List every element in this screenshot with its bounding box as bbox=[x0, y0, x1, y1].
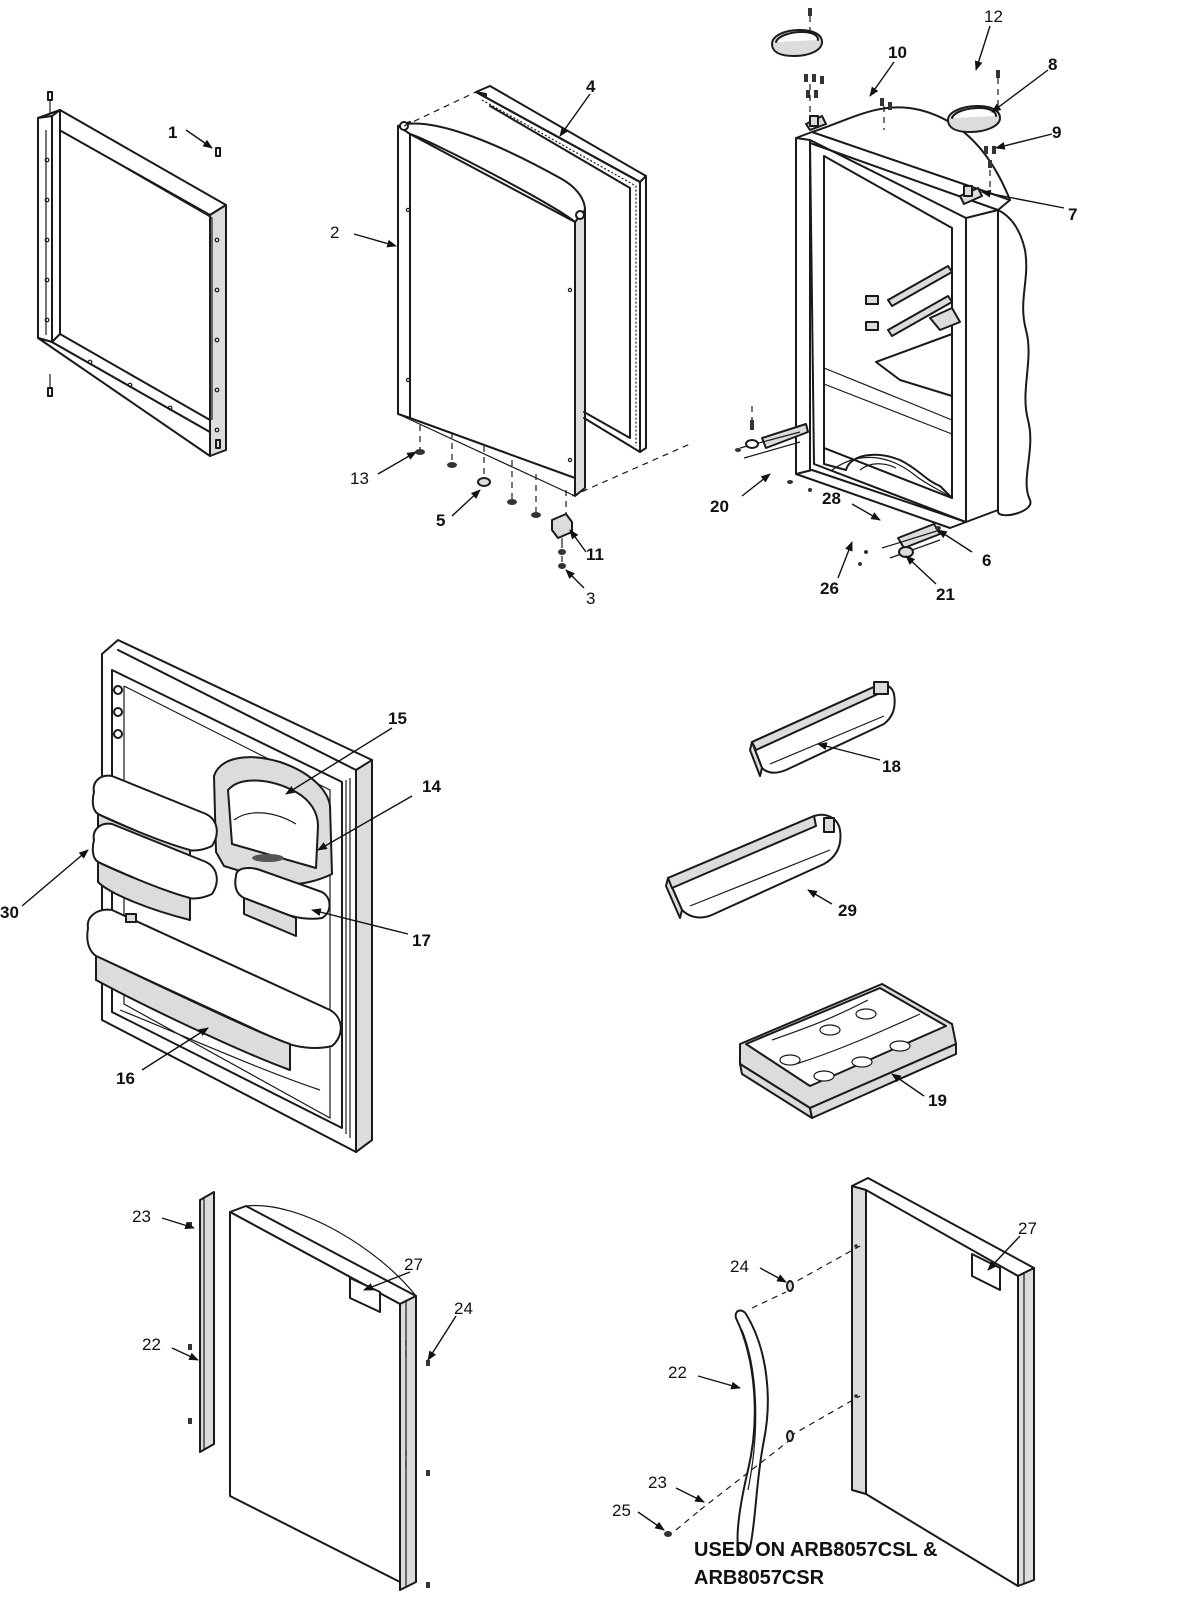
door-shelf-part-18 bbox=[749, 681, 896, 777]
label-part-1: 1 bbox=[168, 123, 177, 142]
label-part-22-left: 22 bbox=[142, 1335, 161, 1354]
label-part-6: 6 bbox=[982, 551, 991, 570]
label-part-17: 17 bbox=[412, 931, 431, 950]
label-part-26: 26 bbox=[820, 579, 839, 598]
egg-tray-part-19 bbox=[739, 983, 957, 1119]
label-part-29: 29 bbox=[838, 901, 857, 920]
label-part-16: 16 bbox=[116, 1069, 135, 1088]
label-part-18: 18 bbox=[882, 757, 901, 776]
label-part-28: 28 bbox=[822, 489, 841, 508]
label-part-4: 4 bbox=[586, 77, 596, 96]
label-part-19: 19 bbox=[928, 1091, 947, 1110]
label-part-21: 21 bbox=[936, 585, 955, 604]
door-frame-part-1 bbox=[37, 91, 227, 457]
label-part-10: 10 bbox=[888, 43, 907, 62]
freezer-door-left bbox=[188, 1191, 430, 1591]
label-part-23-right: 23 bbox=[648, 1473, 667, 1492]
label-part-2: 2 bbox=[330, 223, 339, 242]
label-part-9: 9 bbox=[1052, 123, 1061, 142]
label-part-5: 5 bbox=[436, 511, 445, 530]
label-part-12: 12 bbox=[984, 7, 1003, 26]
label-part-27-left: 27 bbox=[404, 1255, 423, 1274]
label-part-11: 11 bbox=[586, 545, 604, 564]
leader-lines bbox=[21, 25, 1065, 1531]
part-labels: 1 2 4 13 5 11 3 10 12 8 9 7 20 28 6 21 2… bbox=[0, 7, 1077, 1520]
label-part-14: 14 bbox=[422, 777, 441, 796]
cabinet-assembly bbox=[735, 8, 1032, 566]
freezer-door-right bbox=[664, 1177, 1035, 1587]
fresh-food-door-part-2 bbox=[397, 121, 586, 497]
label-part-20: 20 bbox=[710, 497, 729, 516]
label-part-24-right: 24 bbox=[730, 1257, 749, 1276]
label-part-3: 3 bbox=[586, 589, 595, 608]
door-liner-assembly bbox=[86, 639, 373, 1153]
label-part-13: 13 bbox=[350, 469, 369, 488]
label-part-7: 7 bbox=[1068, 205, 1077, 224]
label-part-8: 8 bbox=[1048, 55, 1057, 74]
label-part-24-left: 24 bbox=[454, 1299, 473, 1318]
label-part-22-right: 22 bbox=[668, 1363, 687, 1382]
door-shelf-part-29 bbox=[665, 813, 842, 919]
label-part-25: 25 bbox=[612, 1501, 631, 1520]
label-part-27-right: 27 bbox=[1018, 1219, 1037, 1238]
label-part-15: 15 bbox=[388, 709, 407, 728]
usage-note-line-1: USED ON ARB8057CSL & bbox=[694, 1539, 937, 1561]
usage-note-line-2: ARB8057CSR bbox=[694, 1567, 825, 1589]
usage-note: USED ON ARB8057CSL & ARB8057CSR bbox=[694, 1539, 937, 1589]
label-part-23-left: 23 bbox=[132, 1207, 151, 1226]
label-part-30: 30 bbox=[0, 903, 19, 922]
